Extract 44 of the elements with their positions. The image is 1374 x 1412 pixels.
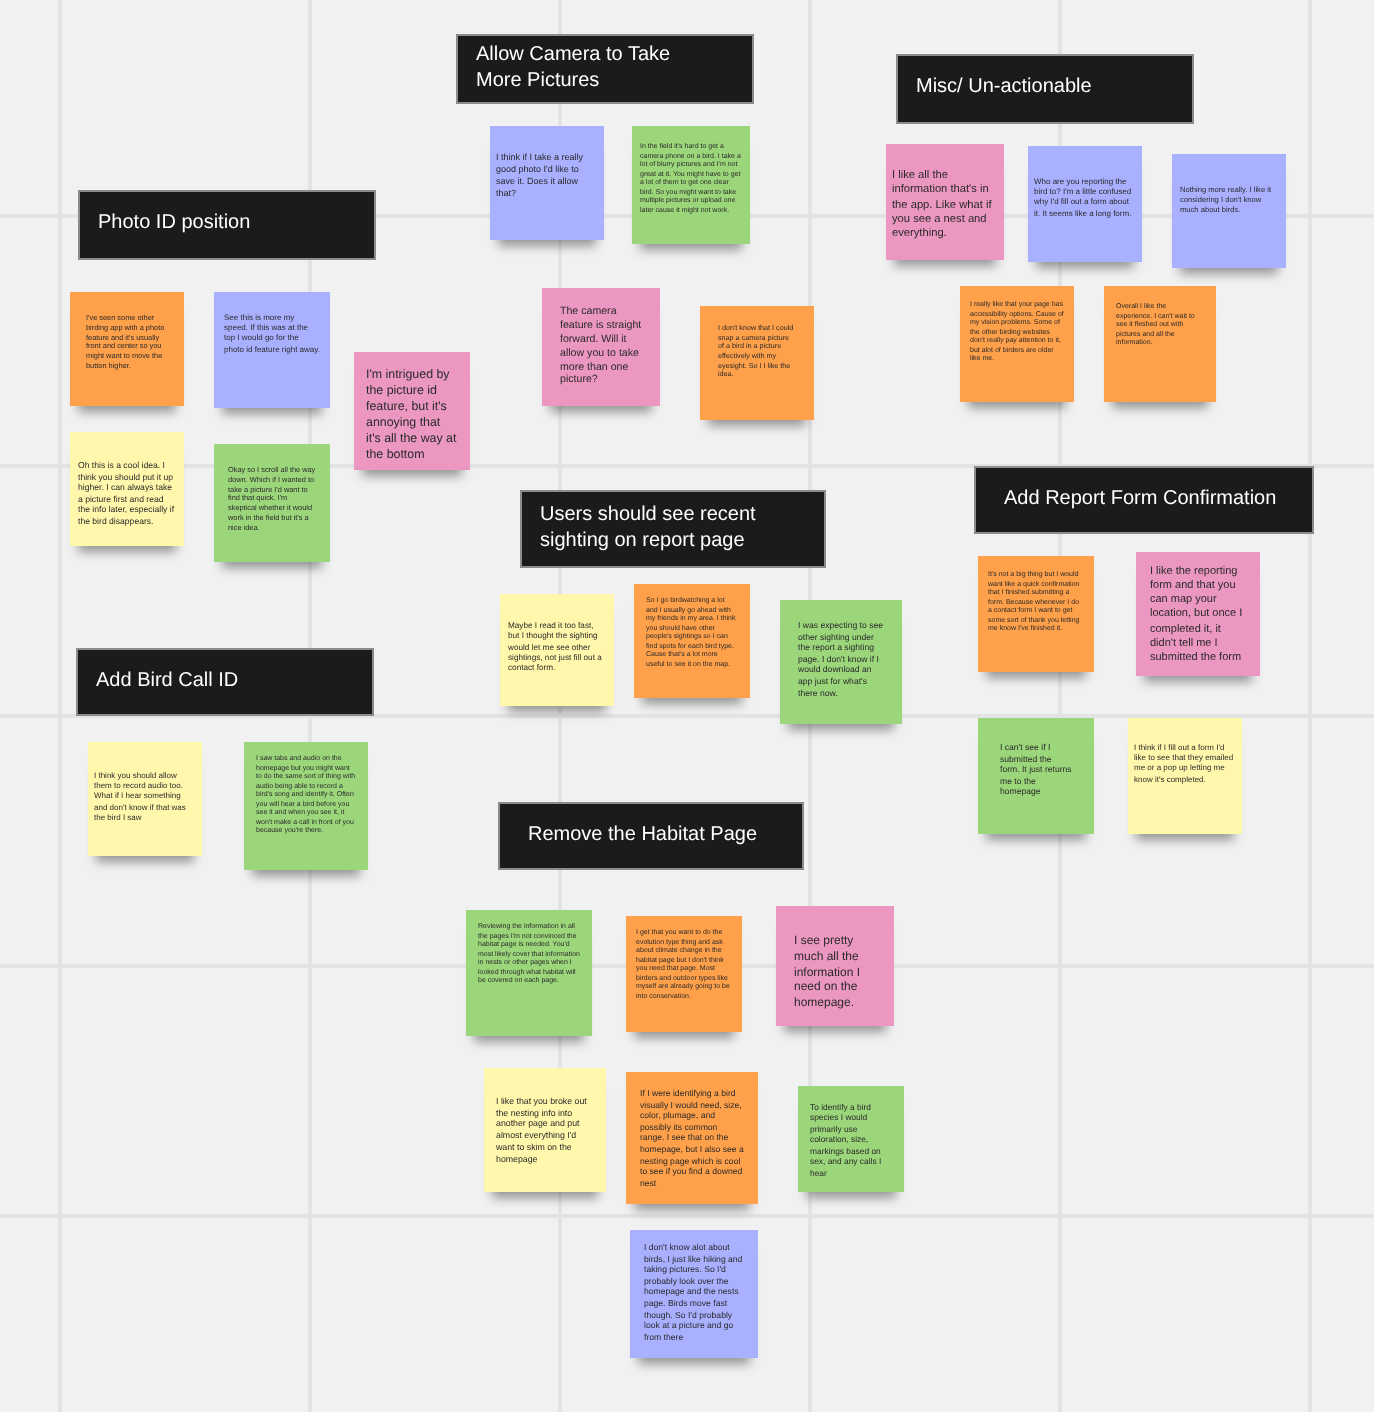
category-header (456, 34, 754, 104)
sticky-note (70, 432, 184, 546)
sticky-note (634, 584, 750, 698)
sticky-note (776, 906, 894, 1026)
sticky-note (542, 288, 660, 406)
category-header (896, 54, 1194, 124)
sticky-note (960, 286, 1074, 402)
sticky-note (1128, 718, 1242, 834)
sticky-note (700, 306, 814, 420)
sticky-note (780, 600, 902, 724)
sticky-note (1172, 154, 1286, 268)
header-text: Users should see recent sighting on report page (540, 504, 758, 554)
category-header (498, 802, 804, 870)
header-text: Add Report Form Confirmation (1004, 487, 1277, 513)
category-header (78, 190, 376, 260)
category-header (974, 466, 1314, 534)
sticky-note (484, 1068, 606, 1192)
sticky-note (70, 292, 184, 406)
header-text: Photo ID position (98, 212, 251, 238)
category-header (520, 490, 826, 568)
sticky-note (1028, 146, 1142, 262)
header-text: Remove the Habitat Page (528, 823, 758, 849)
sticky-note (798, 1086, 904, 1192)
sticky-note (214, 444, 330, 562)
sticky-note (490, 126, 604, 240)
sticky-note (466, 910, 592, 1036)
sticky-note (978, 556, 1094, 672)
sticky-note (500, 594, 614, 706)
sticky-note (1104, 286, 1216, 402)
sticky-note (244, 742, 368, 870)
sticky-note (626, 916, 742, 1032)
header-text: Add Bird Call ID (96, 669, 239, 695)
sticky-note (626, 1072, 758, 1204)
sticky-note (632, 126, 750, 244)
sticky-note (886, 144, 1004, 260)
sticky-note (88, 742, 202, 856)
header-text: Allow Camera to Take More Pictures (476, 44, 673, 94)
category-header (76, 648, 374, 716)
sticky-note (354, 352, 470, 470)
sticky-note (214, 292, 330, 408)
sticky-note (1136, 552, 1260, 676)
sticky-note (978, 718, 1094, 834)
header-text: Misc/ Un-actionable (916, 76, 1092, 102)
sticky-note (630, 1230, 758, 1358)
